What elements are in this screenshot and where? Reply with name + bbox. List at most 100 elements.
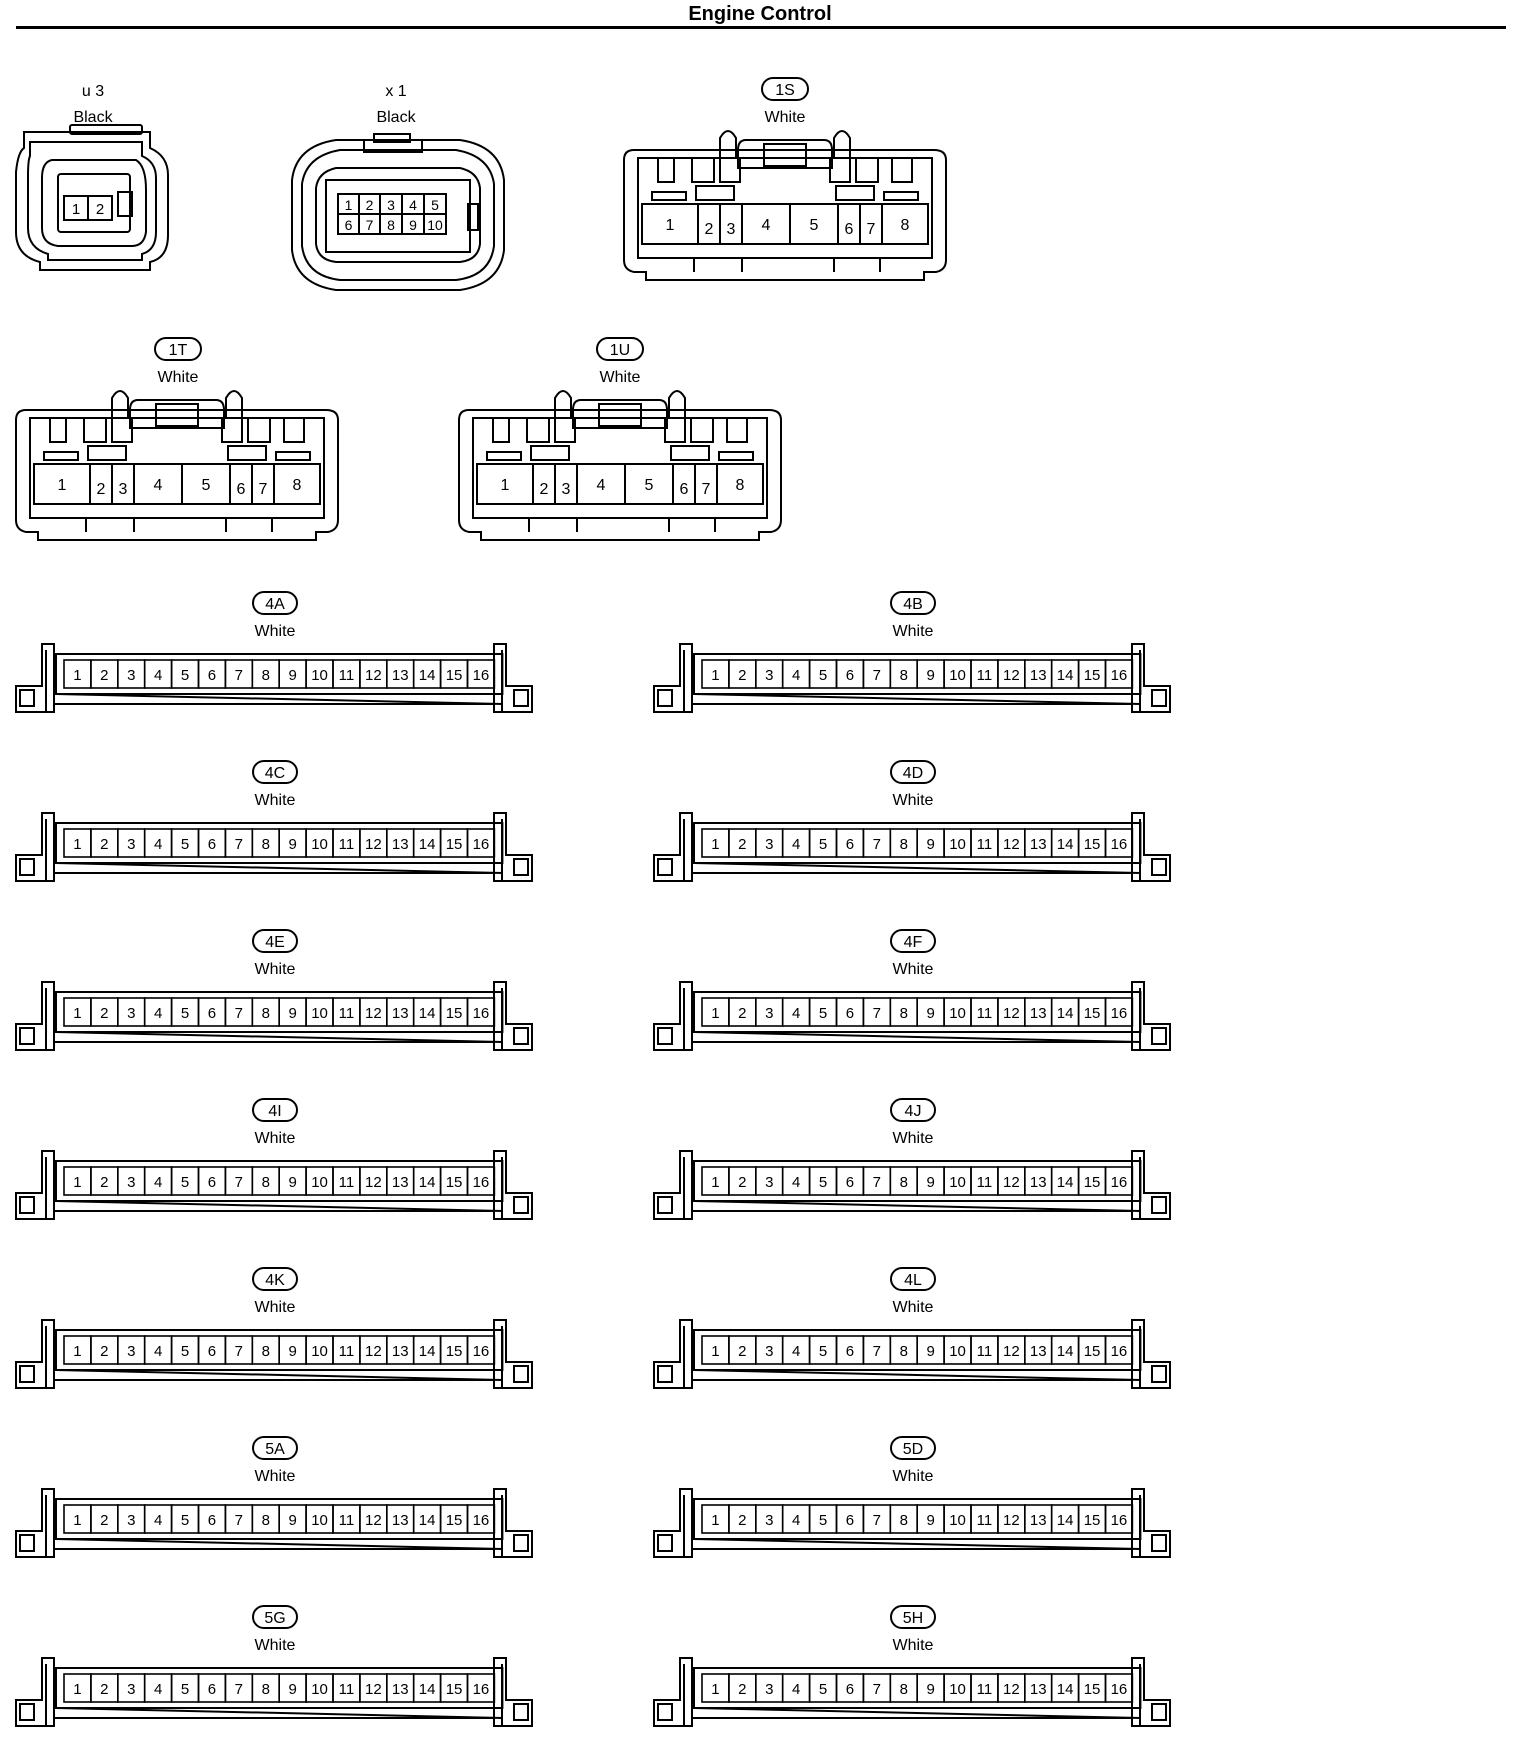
pin-label: 3 [127,1512,135,1529]
pin-label: 7 [873,1005,881,1022]
connector-code: 5A [265,1441,285,1458]
pin-label: 4 [154,477,163,494]
pin-label: 10 [311,667,328,684]
pin-label: 13 [392,1174,409,1191]
code-badge: 4B [890,591,936,615]
pin-label: 12 [365,836,382,853]
connector-color: White [765,109,806,126]
connector-color: White [255,961,296,978]
pin-label: 14 [419,1512,436,1529]
pin-label: 2 [96,201,104,218]
pin-label: 16 [473,1512,490,1529]
pin-label: 14 [1057,1681,1074,1698]
pin-cell [466,997,496,1027]
pin-label: 13 [1030,1343,1047,1360]
pin-label: 2 [738,1681,746,1698]
connector-color: White [255,792,296,809]
pin-label: 11 [339,1681,355,1698]
connector-code: 4K [265,1272,285,1289]
pin-label: 16 [1111,1343,1128,1360]
connector-housing [15,1488,533,1558]
pin-label: 8 [262,1681,270,1698]
pin-label: 3 [119,481,128,498]
pin-label: 12 [1003,1512,1020,1529]
pin-label: 3 [765,1343,773,1360]
pin-label: 12 [1003,836,1020,853]
pin-label: 4 [792,667,800,684]
pin-label: 3 [127,1343,135,1360]
pin-label: 1 [711,667,719,684]
pin-label: 4 [409,197,417,213]
pin-cell [1104,828,1134,858]
pin-label: 2 [100,1512,108,1529]
pin-label: 13 [392,1343,409,1360]
pin-label: 7 [235,667,243,684]
pin-label: 10 [949,1512,966,1529]
pin-label: 15 [446,1005,463,1022]
pin-label: 15 [1084,1174,1101,1191]
pin-label: 3 [765,667,773,684]
connector-color: Black [376,109,416,126]
pin-label: 8 [262,667,270,684]
pin-label: 2 [738,1512,746,1529]
page-title: Engine Control [688,3,831,25]
pin-label: 9 [288,1174,296,1191]
pin-label: 13 [392,1512,409,1529]
pin-label: 2 [100,1005,108,1022]
code-badge: 4D [890,760,936,784]
code-badge: 5D [890,1436,936,1460]
connector-code: 4C [265,765,285,782]
connector-code: 4I [268,1103,281,1120]
pin-label: 6 [208,1343,216,1360]
pin-label: 2 [738,1174,746,1191]
pin-label: 13 [1030,836,1047,853]
code-badge: 4K [252,1267,298,1291]
pin-label: 6 [846,1343,854,1360]
pin-label: 12 [365,1681,382,1698]
pin-label: 2 [97,481,106,498]
connector-housing [291,133,505,291]
connector-code: x 1 [385,83,406,100]
pin-label: 8 [900,1512,908,1529]
pin-label: 1 [72,201,80,218]
connector-color: White [893,623,934,640]
pin-label: 14 [419,1681,436,1698]
pin-label: 5 [181,667,189,684]
pin-label: 4 [154,1681,162,1698]
pin-label: 1 [73,1005,81,1022]
pin-label: 14 [419,667,436,684]
code-badge: 4I [252,1098,298,1122]
pin-label: 5 [181,1512,189,1529]
pin-label: 14 [1057,1512,1074,1529]
pin-label: 7 [873,667,881,684]
connector-color: White [255,1468,296,1485]
pin-label: 5 [819,1005,827,1022]
pin-label: 2 [100,1343,108,1360]
pin-label: 13 [392,667,409,684]
pin-label: 2 [100,667,108,684]
pin-label: 1 [73,1174,81,1191]
pin-label: 12 [365,667,382,684]
pin-label: 7 [873,1681,881,1698]
pin-label: 11 [339,836,355,853]
code-badge: 4C [252,760,298,784]
pin-label: 13 [1030,1174,1047,1191]
pin-label: 9 [926,1681,934,1698]
pin-label: 6 [846,836,854,853]
pin-label: 9 [288,1005,296,1022]
pin-label: 6 [208,667,216,684]
connector-housing [15,1319,533,1389]
pin-label: 1 [666,217,675,234]
connector-color: White [255,1130,296,1147]
pin-label: 6 [208,1681,216,1698]
pin-label: 6 [846,1512,854,1529]
pin-label: 4 [792,1681,800,1698]
